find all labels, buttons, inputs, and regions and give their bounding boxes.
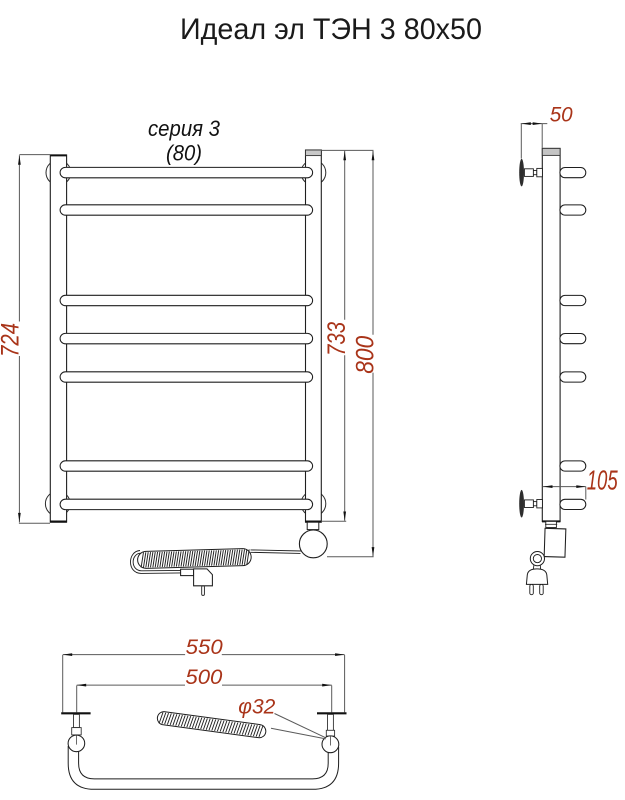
svg-text:724: 724 [0, 323, 24, 357]
svg-text:105: 105 [587, 464, 618, 495]
svg-text:800: 800 [351, 336, 379, 374]
svg-text:(80): (80) [166, 141, 202, 166]
svg-text:Идеал эл ТЭН 3 80х50: Идеал эл ТЭН 3 80х50 [180, 13, 482, 46]
svg-text:733: 733 [323, 322, 351, 356]
svg-text:серия 3: серия 3 [148, 116, 221, 141]
svg-text:550: 550 [186, 635, 223, 659]
svg-text:φ32: φ32 [238, 696, 275, 719]
svg-text:50: 50 [550, 104, 573, 127]
svg-text:500: 500 [185, 665, 222, 689]
